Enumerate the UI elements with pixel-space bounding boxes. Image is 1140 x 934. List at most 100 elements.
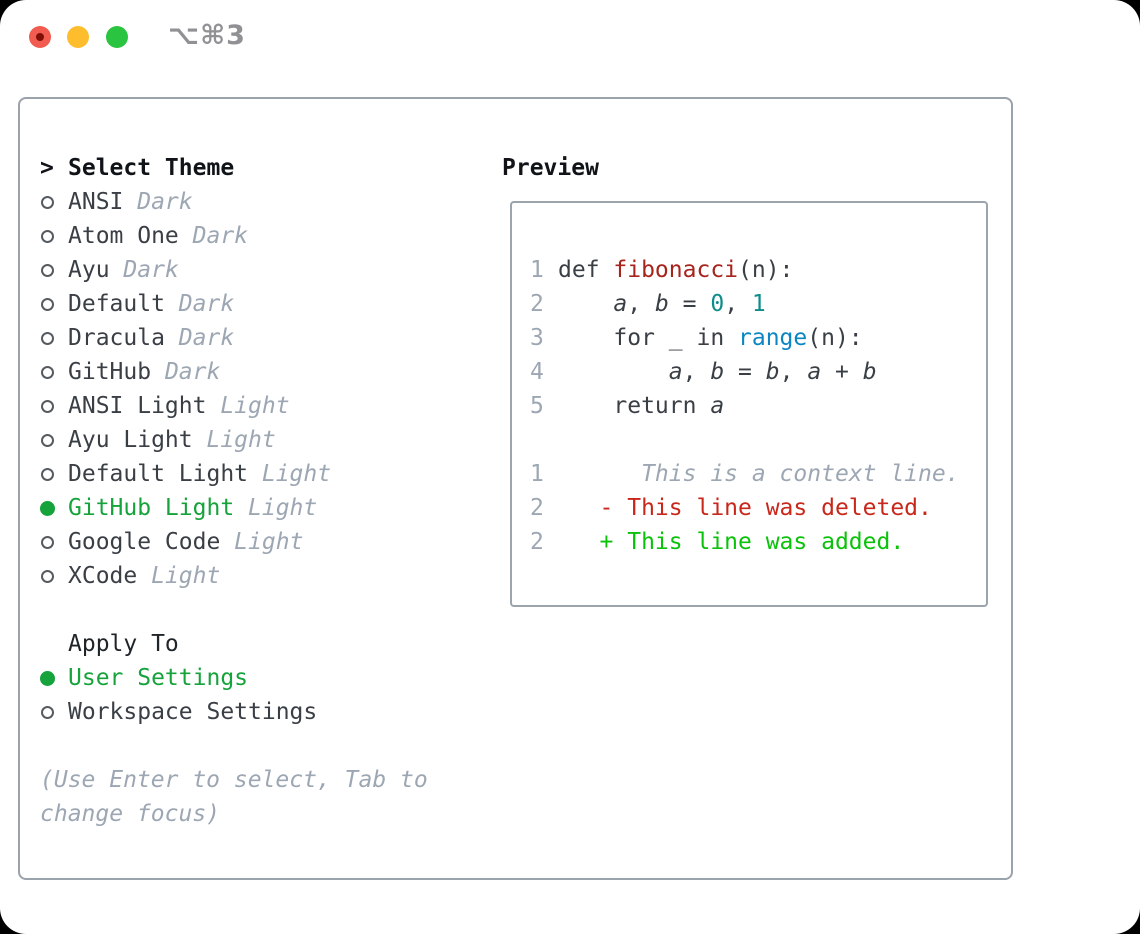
help-text-line: change focus)	[40, 801, 221, 827]
theme-list-item-github-light[interactable]: GitHub Light Light	[40, 491, 428, 525]
select-theme-header: > Select Theme	[40, 151, 428, 185]
theme-list-item-ansi-light[interactable]: ANSI Light Light	[40, 389, 428, 423]
code-token-plain	[558, 359, 669, 385]
theme-list-column: > Select Theme ANSI Dark Atom One Dark Ay…	[40, 151, 428, 831]
code-token-plain	[558, 291, 613, 317]
radio-circle-icon	[41, 433, 54, 447]
line-number: 3	[530, 325, 544, 351]
code-token-plain	[558, 529, 600, 555]
code-text: This is a context line.	[558, 457, 960, 491]
code-token-var: b	[862, 359, 877, 385]
radio-circle-icon	[41, 365, 54, 379]
theme-list-item-google-code[interactable]: Google Code Light	[40, 525, 428, 559]
theme-variant-label: Light	[234, 495, 318, 521]
line-number: 5	[530, 393, 544, 419]
close-button[interactable]	[29, 26, 51, 48]
radio-circle-icon	[41, 399, 54, 413]
code-token-plain: ,	[682, 359, 711, 385]
prompt-caret-icon: >	[40, 155, 54, 181]
theme-variant-label: Light	[248, 461, 332, 487]
code-token-builtin: range	[738, 325, 808, 351]
radio-gutter	[40, 569, 68, 583]
code-text: a, b = 0, 1	[558, 287, 765, 321]
apply-to-header-row: Apply To	[40, 627, 428, 661]
code-text: + This line was added.	[558, 525, 905, 559]
theme-list-item-default-light[interactable]: Default Light Light	[40, 457, 428, 491]
theme-variant-label: Light	[206, 393, 290, 419]
apply-to-list: User Settings Workspace Settings	[40, 661, 428, 729]
theme-list-item-ayu[interactable]: Ayu Dark	[40, 253, 428, 287]
code-token-plain: ,	[627, 291, 655, 317]
radio-circle-icon	[41, 467, 54, 481]
theme-name: Default	[68, 291, 165, 317]
code-token-plain: ,	[724, 291, 752, 317]
radio-circle-icon	[41, 297, 54, 311]
line-number: 2	[530, 529, 544, 555]
code-token-plain: =	[668, 291, 711, 317]
code-line: 2 - This line was deleted.	[530, 491, 960, 525]
code-token-plain: (n):	[807, 325, 863, 351]
code-line	[530, 423, 960, 457]
line-number: 4	[530, 359, 544, 385]
line-number: 2	[530, 291, 544, 317]
preview-header: Preview	[502, 151, 599, 185]
theme-list-item-dracula[interactable]: Dracula Dark	[40, 321, 428, 355]
code-line: 5 return a	[530, 389, 960, 423]
code-token-plain: def	[558, 257, 614, 283]
theme-name: GitHub	[68, 359, 152, 385]
theme-variant-label: Dark	[178, 223, 249, 249]
theme-list-item-ayu-light[interactable]: Ayu Light Light	[40, 423, 428, 457]
theme-variant-label: Light	[220, 529, 304, 555]
theme-variant-label: Light	[137, 563, 221, 589]
code-line: 4 a, b = b, a + b	[530, 355, 960, 389]
theme-list-item-github[interactable]: GitHub Dark	[40, 355, 428, 389]
zoom-button[interactable]	[106, 26, 128, 48]
theme-name: XCode	[68, 563, 138, 589]
theme-list-item-xcode[interactable]: XCode Light	[40, 559, 428, 593]
code-token-var: a	[613, 291, 628, 317]
code-text: - This line was deleted.	[558, 491, 932, 525]
radio-gutter	[40, 399, 68, 413]
theme-name: ANSI	[68, 189, 124, 215]
theme-variant-label: Dark	[164, 291, 235, 317]
apply-to-title: Apply To	[68, 631, 179, 657]
theme-variant-label: Dark	[123, 189, 193, 215]
code-token-var: a	[807, 359, 822, 385]
theme-variant-label: Dark	[109, 257, 179, 283]
radio-circle-icon	[41, 195, 54, 209]
code-token-plain: return	[558, 393, 711, 419]
window-title: ⌥⌘3	[168, 20, 246, 51]
radio-circle-icon	[41, 535, 54, 549]
theme-list-item-ansi[interactable]: ANSI Dark	[40, 185, 428, 219]
theme-list-item-atom-one[interactable]: Atom One Dark	[40, 219, 428, 253]
code-token-plain: +	[821, 359, 863, 385]
theme-list: ANSI Dark Atom One Dark Ayu Dark Default…	[40, 185, 428, 593]
theme-list-item-default[interactable]: Default Dark	[40, 287, 428, 321]
apply-option-user-settings[interactable]: User Settings	[40, 661, 428, 695]
code-token-var: b	[710, 359, 725, 385]
theme-name: Ayu Light	[68, 427, 193, 453]
minimize-button[interactable]	[67, 26, 89, 48]
code-token-function: fibonacci	[613, 257, 739, 283]
theme-variant-label: Dark	[151, 359, 221, 385]
theme-name: Dracula	[68, 325, 165, 351]
code-token-plain: ,	[779, 359, 808, 385]
select-theme-title: Select Theme	[68, 155, 235, 181]
theme-name: Workspace Settings	[68, 699, 318, 725]
line-number: 1	[530, 461, 544, 487]
theme-picker-panel: > Select Theme ANSI Dark Atom One Dark Ay…	[18, 97, 1013, 880]
radio-circle-icon	[41, 331, 54, 345]
radio-gutter	[40, 297, 68, 311]
radio-gutter	[40, 500, 68, 516]
radio-gutter	[40, 365, 68, 379]
spacer-row	[40, 729, 428, 763]
theme-name: Google Code	[68, 529, 221, 555]
code-token-plain: =	[724, 359, 766, 385]
radio-gutter	[40, 535, 68, 549]
apply-option-workspace-settings[interactable]: Workspace Settings	[40, 695, 428, 729]
radio-circle-icon	[41, 705, 54, 719]
radio-circle-icon	[40, 500, 55, 516]
radio-gutter	[40, 229, 68, 243]
titlebar: ⌥⌘3	[0, 0, 1140, 74]
code-token-var: b	[765, 359, 780, 385]
